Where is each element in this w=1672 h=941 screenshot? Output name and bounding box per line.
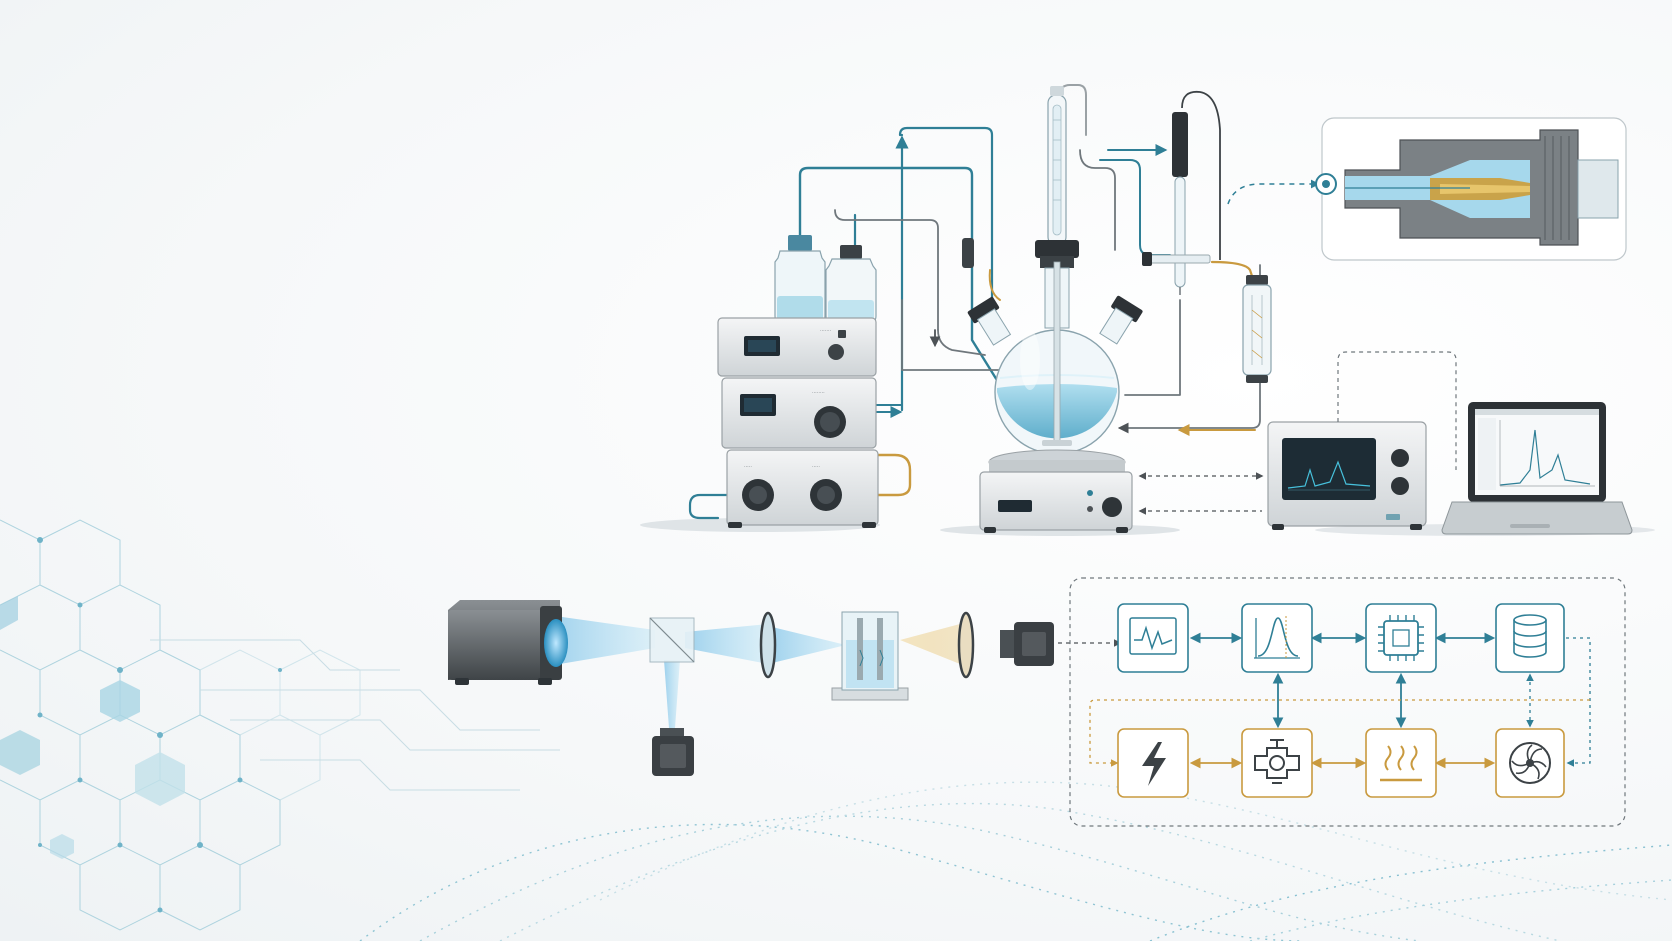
block-interconnects (1089, 632, 1591, 769)
pump-module: ········ (721, 377, 877, 449)
ph-probe (1142, 90, 1221, 295)
chip-icon (1365, 603, 1437, 673)
block-diagram-frame (1069, 577, 1626, 827)
svg-text:·······: ······· (820, 328, 832, 334)
svg-text:·····: ····· (744, 464, 752, 470)
fan-icon (1495, 728, 1565, 798)
gaussian-peak-icon (1241, 603, 1313, 673)
network-nodes (37, 537, 282, 913)
lens (957, 611, 975, 679)
lightning-icon (1117, 728, 1189, 798)
pump-module: ····· ····· (726, 449, 879, 528)
inline-filter (962, 238, 974, 268)
beam-splitter (649, 617, 695, 663)
fitting-cutaway-inset (1315, 117, 1627, 261)
data-cable (1337, 351, 1457, 470)
hexagon-fills (0, 596, 185, 859)
detector-unit (1267, 421, 1427, 530)
valve-icon (1241, 728, 1313, 798)
sample-cuvette (831, 611, 909, 701)
laptop (1441, 402, 1633, 535)
solvent-bottle (825, 245, 877, 323)
stir-plate (979, 449, 1133, 533)
waveform-icon (1117, 603, 1189, 673)
heater-icon (1365, 728, 1437, 798)
pump-module: ······· (717, 317, 877, 377)
light-source (448, 600, 568, 685)
inset-link (1227, 179, 1320, 205)
database-icon (1495, 603, 1565, 673)
circuit-traces (150, 639, 560, 791)
three-neck-flask (967, 240, 1143, 455)
filter-cartridge (1242, 275, 1272, 383)
solvent-bottle (774, 235, 826, 323)
camera (1000, 622, 1054, 666)
dotted-waves (359, 781, 1672, 941)
camera (652, 728, 694, 776)
lens (759, 611, 777, 679)
hexagon-network (0, 519, 361, 931)
beam-paths (548, 615, 960, 728)
svg-text:·····: ····· (812, 464, 820, 470)
svg-text:········: ········ (812, 390, 825, 396)
condenser (1047, 86, 1067, 246)
